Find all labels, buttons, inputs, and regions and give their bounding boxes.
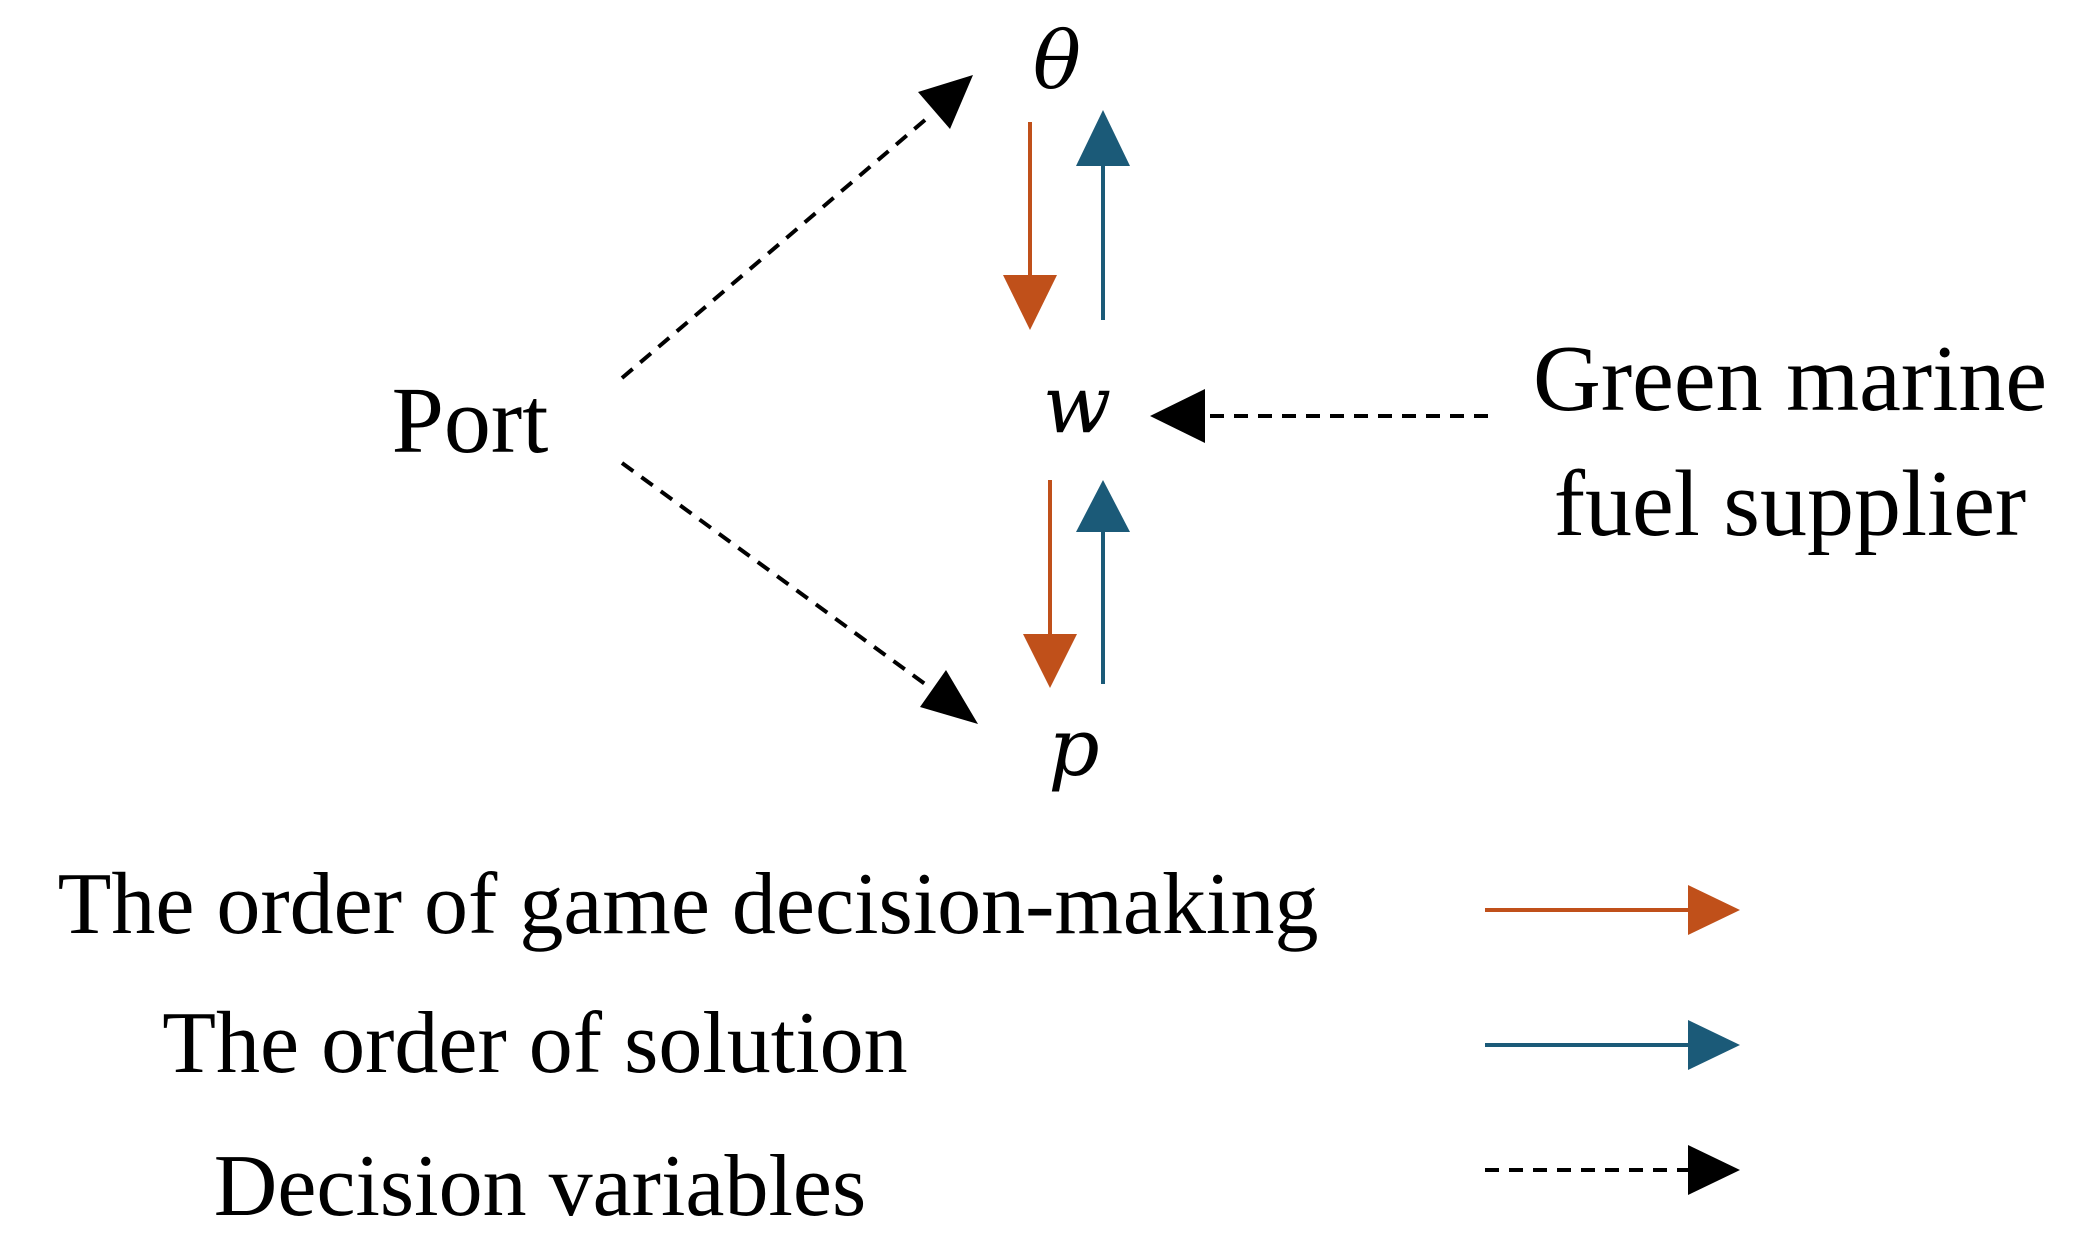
legend-solution-order-arrow bbox=[1485, 1020, 1740, 1070]
port-to-p-arrow bbox=[620, 461, 978, 724]
legend-decision-order-arrow bbox=[1485, 885, 1740, 935]
port-label: Port bbox=[392, 369, 549, 473]
p-to-w-solution-arrow bbox=[1076, 480, 1130, 684]
supplier-label-line2: fuel supplier bbox=[1554, 452, 2026, 556]
w-to-theta-solution-arrow bbox=[1076, 110, 1130, 320]
w-to-p-decision-arrow bbox=[1023, 480, 1077, 688]
theta-label: θ bbox=[1033, 14, 1081, 107]
p-label: p bbox=[1048, 701, 1099, 794]
port-to-theta-arrow bbox=[620, 75, 973, 380]
supplier-label-line1: Green marine bbox=[1533, 327, 2047, 431]
supplier-to-w-arrow bbox=[1150, 389, 1488, 443]
legend-decision-order-label: The order of game decision-making bbox=[58, 856, 1319, 953]
theta-to-w-decision-arrow bbox=[1003, 122, 1057, 330]
w-label: w bbox=[1043, 358, 1111, 451]
legend-decision-variables-arrow bbox=[1485, 1145, 1740, 1195]
legend-solution-order-label: The order of solution bbox=[162, 995, 907, 1092]
legend-decision-variables-label: Decision variables bbox=[214, 1138, 866, 1234]
